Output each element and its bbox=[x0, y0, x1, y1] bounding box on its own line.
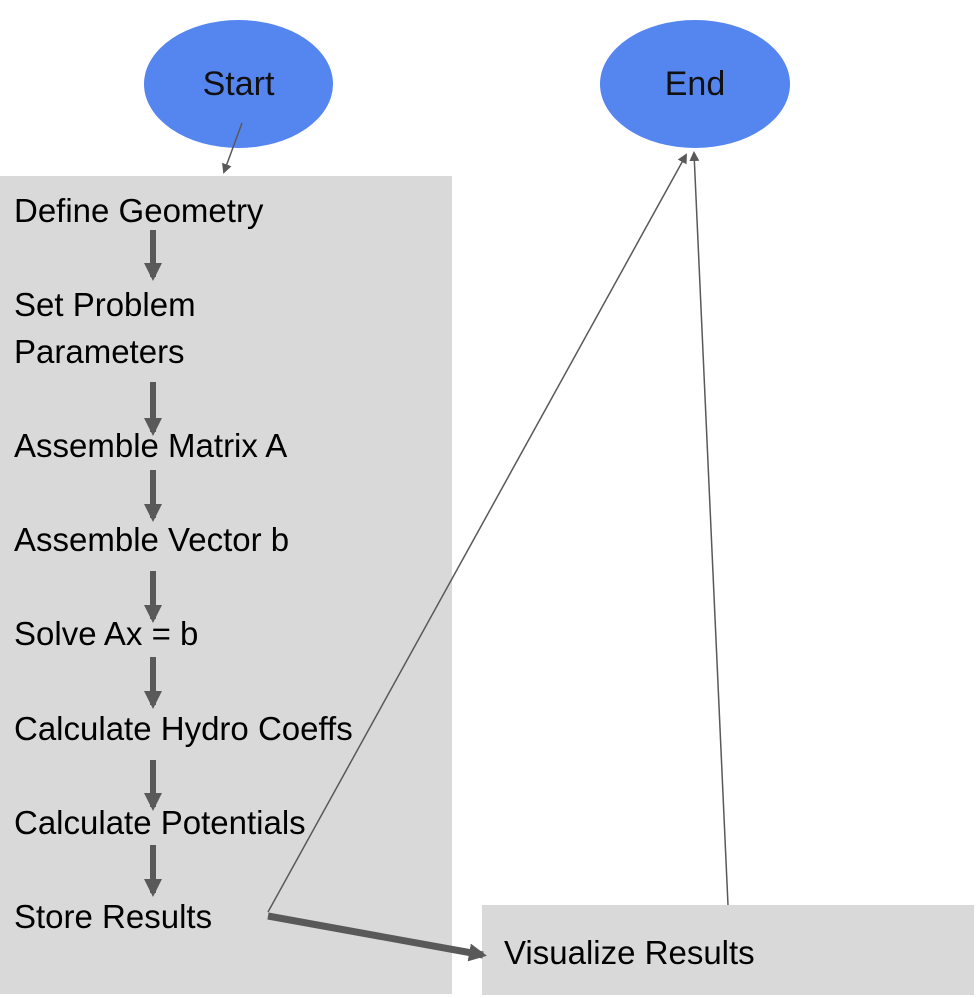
start-label: Start bbox=[202, 64, 275, 103]
start-node: Start bbox=[144, 20, 333, 148]
visualize-to-end-connector bbox=[689, 151, 729, 906]
step-set-problem-parameters: Set Problem Parameters bbox=[14, 286, 196, 370]
step-store-results: Store Results bbox=[14, 898, 213, 935]
step-define-geometry: Define Geometry bbox=[14, 192, 264, 229]
visualize-results-label: Visualize Results bbox=[504, 934, 755, 971]
step-assemble-matrix-a: Assemble Matrix A bbox=[14, 427, 288, 464]
end-label: End bbox=[664, 64, 726, 103]
step-solve-ax-b: Solve Ax = b bbox=[14, 615, 199, 652]
end-node: End bbox=[600, 20, 790, 148]
step-calculate-hydro-coeffs: Calculate Hydro Coeffs bbox=[14, 710, 353, 747]
step-calculate-potentials: Calculate Potentials bbox=[14, 804, 306, 841]
step-assemble-vector-b: Assemble Vector b bbox=[14, 521, 290, 558]
visualize-results-box: Visualize Results bbox=[482, 905, 974, 995]
